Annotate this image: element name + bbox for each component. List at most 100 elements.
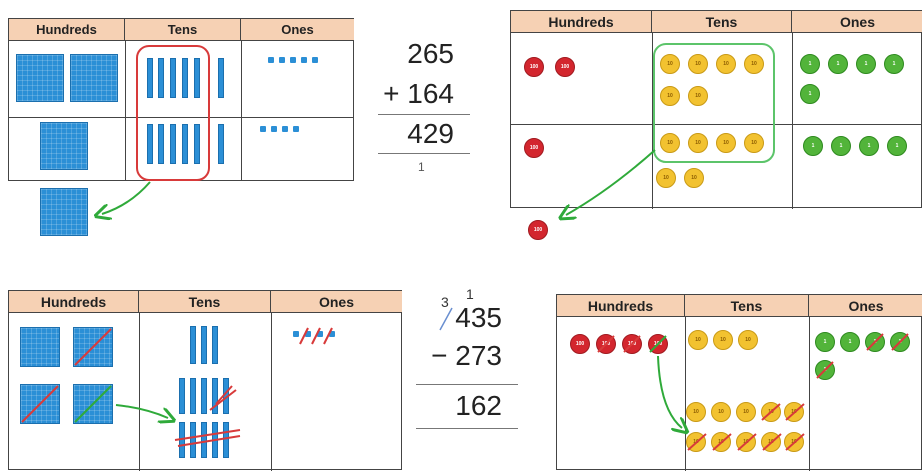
- one-unit: [260, 126, 266, 132]
- hundred-flat: [16, 54, 64, 102]
- ten-disc: 10: [686, 402, 706, 422]
- header-ones: Ones: [792, 11, 922, 33]
- header-ones: Ones: [809, 295, 922, 317]
- ten-disc: 10: [736, 402, 756, 422]
- ten-disc: 10: [711, 402, 731, 422]
- ten-rod: [179, 378, 185, 414]
- addend-bottom: + 164: [383, 78, 454, 109]
- hundred-flat: [40, 122, 88, 170]
- one-unit: [312, 57, 318, 63]
- ten-rod: [218, 124, 224, 164]
- one-unit: [293, 126, 299, 132]
- column-divider: [125, 41, 126, 181]
- one-disc: 1: [800, 54, 820, 74]
- ten-rod: [147, 58, 153, 98]
- ten-rod: [182, 58, 188, 98]
- ten-rod: [201, 422, 207, 458]
- ten-rod: [218, 58, 224, 98]
- ten-rod: [212, 326, 218, 364]
- regroup-arrow: [102, 181, 151, 214]
- column-divider: [241, 41, 242, 181]
- column-divider: [792, 33, 793, 209]
- ten-rod: [158, 58, 164, 98]
- ten-rod: [179, 422, 185, 458]
- ten-disc: 10: [716, 54, 736, 74]
- one-disc: 1: [887, 136, 907, 156]
- crossed-ten-disc: 10: [784, 402, 804, 422]
- header-hundreds: Hundreds: [9, 291, 139, 313]
- ten-rod: [170, 124, 176, 164]
- ten-disc: 10: [660, 54, 680, 74]
- one-unit: [329, 331, 335, 337]
- ten-disc: 10: [744, 54, 764, 74]
- crossed-ten-disc: 10: [784, 432, 804, 452]
- ten-rod: [170, 58, 176, 98]
- ten-rod: [190, 422, 196, 458]
- header-hundreds: Hundreds: [511, 11, 652, 33]
- column-divider: [271, 313, 272, 471]
- column-divider: [139, 313, 140, 471]
- lower-rule: [416, 428, 518, 429]
- one-disc: 1: [815, 332, 835, 352]
- ten-disc: 10: [660, 86, 680, 106]
- crossed-hundred-flat: [73, 327, 113, 367]
- ten-disc: 10: [744, 133, 764, 153]
- header-ones: Ones: [241, 19, 354, 41]
- one-disc: 1: [856, 54, 876, 74]
- borrow-hundreds-digit: 3: [441, 294, 449, 310]
- one-unit: [279, 57, 285, 63]
- ten-rod: [223, 378, 229, 414]
- one-disc: 1: [840, 332, 860, 352]
- ten-rod: [223, 422, 229, 458]
- one-unit: [290, 57, 296, 63]
- regrouped-hundred-disc: 100: [648, 334, 668, 354]
- carry-digit: 1: [418, 160, 425, 174]
- ten-disc: 10: [716, 133, 736, 153]
- header-hundreds: Hundreds: [9, 19, 125, 41]
- row-divider: [511, 124, 922, 125]
- header-tens: Tens: [139, 291, 271, 313]
- one-unit: [268, 57, 274, 63]
- one-disc: 1: [803, 136, 823, 156]
- hundred-flat: [20, 327, 60, 367]
- header-ones: Ones: [271, 291, 402, 313]
- ten-rod: [194, 124, 200, 164]
- crossed-hundred-flat: [20, 384, 60, 424]
- disc-addition-table: Hundreds Tens Ones: [510, 10, 922, 209]
- borrow-tens-digit: 1: [466, 286, 474, 302]
- one-unit: [301, 57, 307, 63]
- header-tens: Tens: [125, 19, 241, 41]
- crossed-ten-disc: 10: [736, 432, 756, 452]
- ten-disc: 10: [688, 133, 708, 153]
- crossed-hundred-disc: 100: [622, 334, 642, 354]
- one-unit: [317, 331, 323, 337]
- ten-rod: [212, 378, 218, 414]
- hundred-disc: 100: [524, 57, 544, 77]
- ten-rod: [190, 326, 196, 364]
- hundred-disc: 100: [524, 138, 544, 158]
- regrouped-hundred-flat: [73, 384, 113, 424]
- addend-top: 265: [407, 38, 454, 69]
- header-tens: Tens: [652, 11, 792, 33]
- ten-disc: 10: [738, 330, 758, 350]
- ten-rod: [190, 378, 196, 414]
- subtrahend: − 273: [431, 340, 502, 371]
- crossed-one-disc: 1: [890, 332, 910, 352]
- ten-rod: [201, 378, 207, 414]
- column-divider: [685, 317, 686, 471]
- one-disc: 1: [859, 136, 879, 156]
- ten-rod: [147, 124, 153, 164]
- difference-rule: [416, 384, 518, 385]
- ten-disc: 10: [688, 86, 708, 106]
- crossed-ten-disc: 10: [686, 432, 706, 452]
- ten-rod: [201, 326, 207, 364]
- ten-disc: 10: [688, 330, 708, 350]
- crossed-ten-disc: 10: [711, 432, 731, 452]
- ten-rod: [182, 124, 188, 164]
- one-unit: [282, 126, 288, 132]
- crossed-one-disc: 1: [815, 360, 835, 380]
- hundred-disc: 100: [555, 57, 575, 77]
- ten-disc: 10: [660, 133, 680, 153]
- crossed-ten-disc: 10: [761, 432, 781, 452]
- one-disc: 1: [828, 54, 848, 74]
